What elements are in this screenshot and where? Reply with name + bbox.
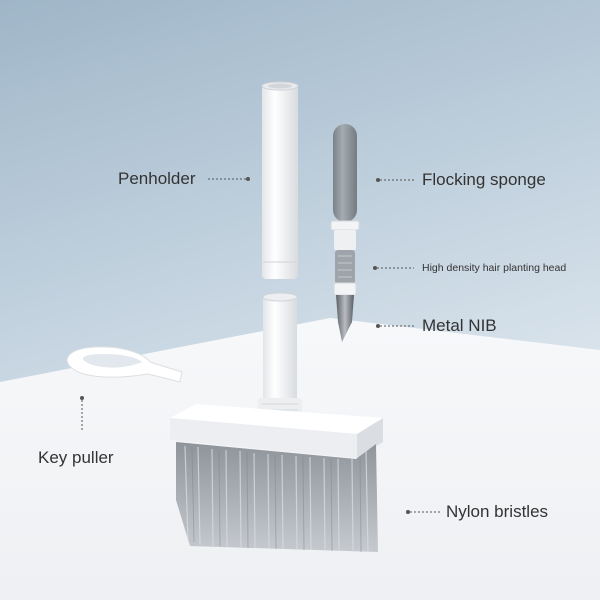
label-hair-planting-head: High density hair planting head bbox=[422, 262, 567, 274]
flocking-sponge bbox=[333, 124, 357, 222]
label-flocking-sponge: Flocking sponge bbox=[422, 170, 546, 189]
nylon-bristles bbox=[176, 442, 378, 553]
label-key-puller: Key puller bbox=[38, 448, 114, 467]
penholder-tube bbox=[261, 81, 299, 279]
label-metal-nib: Metal NIB bbox=[422, 316, 497, 335]
cleaning-pen bbox=[330, 124, 360, 342]
metal-nib bbox=[336, 295, 354, 342]
brush-head bbox=[170, 404, 383, 458]
key-puller bbox=[66, 346, 183, 383]
label-nylon-bristles: Nylon bristles bbox=[446, 502, 549, 521]
label-penholder: Penholder bbox=[118, 169, 196, 188]
brush-stem bbox=[258, 292, 302, 420]
hair-planting-head bbox=[335, 250, 355, 284]
